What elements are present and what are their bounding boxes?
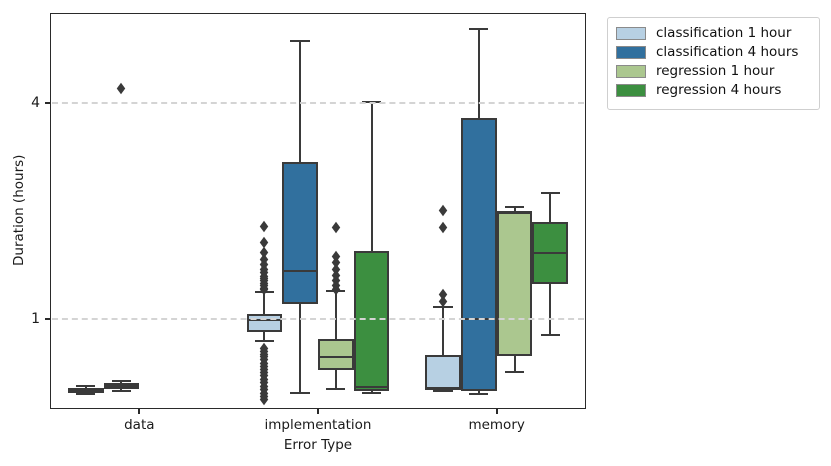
legend-label: regression 1 hour <box>656 62 775 79</box>
cap-lower-regression-1-hour-memory <box>504 371 525 374</box>
gridline-y-4 <box>52 102 584 105</box>
box-classification-1-hour-memory <box>425 355 461 390</box>
cap-lower-classification-4-hours-implementation <box>290 392 310 395</box>
median-classification-1-hour-implementation <box>246 319 283 322</box>
whisker-lower-classification-4-hours-implementation <box>299 304 302 394</box>
cap-lower-regression-4-hours-memory <box>540 334 560 337</box>
gridline-y-1 <box>52 317 584 320</box>
x-tick-mark-memory <box>495 409 498 414</box>
whisker-lower-regression-1-hour-memory <box>513 356 516 373</box>
whisker-upper-regression-4-hours-memory <box>549 192 552 223</box>
cap-lower-classification-1-hour-implementation <box>254 340 275 343</box>
whisker-upper-classification-4-hours-memory <box>477 29 480 118</box>
legend: classification 1 hour classification 4 ho… <box>607 17 820 110</box>
cap-upper-classification-4-hours-data <box>111 379 132 382</box>
legend-label: classification 4 hours <box>656 43 799 60</box>
x-tick-label-implementation: implementation <box>264 417 372 433</box>
cap-lower-classification-1-hour-memory <box>433 390 453 393</box>
cap-upper-classification-1-hour-memory <box>433 305 453 308</box>
cap-upper-classification-1-hour-data <box>76 385 96 388</box>
cap-upper-regression-4-hours-memory <box>540 191 560 194</box>
cap-lower-regression-4-hours-implementation <box>361 392 382 395</box>
whisker-upper-regression-4-hours-implementation <box>370 102 373 251</box>
median-classification-4-hours-implementation <box>282 270 318 273</box>
cap-upper-regression-4-hours-implementation <box>361 101 382 104</box>
box-classification-4-hours-memory <box>460 117 497 391</box>
whisker-lower-classification-4-hours-memory <box>477 390 480 394</box>
legend-label: regression 4 hours <box>656 81 782 98</box>
box-regression-4-hours-implementation <box>353 250 390 392</box>
legend-swatch-icon <box>616 84 646 97</box>
whisker-upper-regression-1-hour-implementation <box>334 290 337 339</box>
legend-label: classification 1 hour <box>656 24 792 41</box>
median-regression-4-hours-memory <box>532 251 569 254</box>
legend-swatch-icon <box>616 65 646 78</box>
whisker-lower-regression-4-hours-memory <box>549 284 552 336</box>
whisker-lower-regression-4-hours-implementation <box>370 391 373 394</box>
legend-swatch-icon <box>616 46 646 59</box>
median-classification-4-hours-data <box>103 385 140 388</box>
whisker-lower-regression-1-hour-implementation <box>334 370 337 390</box>
x-tick-mark-data <box>138 409 141 414</box>
whisker-lower-classification-1-hour-implementation <box>263 331 266 342</box>
y-tick-mark-1 <box>45 317 50 320</box>
cap-lower-regression-1-hour-implementation <box>326 388 346 391</box>
y-tick-label-4: 4 <box>31 95 40 112</box>
legend-swatch-icon <box>616 27 646 40</box>
cap-lower-classification-4-hours-data <box>111 390 132 393</box>
y-tick-label-1: 1 <box>31 310 40 327</box>
median-regression-1-hour-memory <box>496 212 533 215</box>
cap-upper-regression-1-hour-memory <box>504 206 525 209</box>
cap-upper-classification-4-hours-memory <box>469 28 489 31</box>
y-tick-mark-4 <box>45 102 50 105</box>
legend-item-classification-4-hours: classification 4 hours <box>616 43 809 62</box>
legend-item-regression-4-hours: regression 4 hours <box>616 81 809 100</box>
box-regression-1-hour-memory <box>496 211 533 357</box>
legend-item-regression-1-hour: regression 1 hour <box>616 62 809 81</box>
cap-lower-classification-4-hours-memory <box>469 392 489 395</box>
box-regression-1-hour-implementation <box>318 338 354 371</box>
box-classification-4-hours-implementation <box>282 162 318 305</box>
cap-upper-classification-4-hours-implementation <box>290 40 310 43</box>
legend-item-classification-1-hour: classification 1 hour <box>616 24 809 43</box>
median-regression-4-hours-implementation <box>353 386 390 389</box>
cap-lower-classification-1-hour-data <box>76 393 96 396</box>
whisker-upper-classification-4-hours-data <box>120 380 123 384</box>
x-tick-label-data: data <box>124 417 155 433</box>
median-classification-1-hour-memory <box>425 387 461 390</box>
x-tick-mark-implementation <box>317 409 319 414</box>
whisker-upper-classification-1-hour-memory <box>442 306 445 356</box>
x-axis-label: Error Type <box>283 437 353 453</box>
y-axis-label: Duration (hours) <box>11 154 27 266</box>
whisker-upper-classification-4-hours-implementation <box>299 41 302 163</box>
median-regression-1-hour-implementation <box>318 356 354 359</box>
whisker-upper-classification-1-hour-implementation <box>263 291 266 315</box>
median-classification-1-hour-data <box>67 389 104 392</box>
x-tick-label-memory: memory <box>468 417 525 433</box>
whisker-upper-regression-1-hour-memory <box>513 207 516 212</box>
